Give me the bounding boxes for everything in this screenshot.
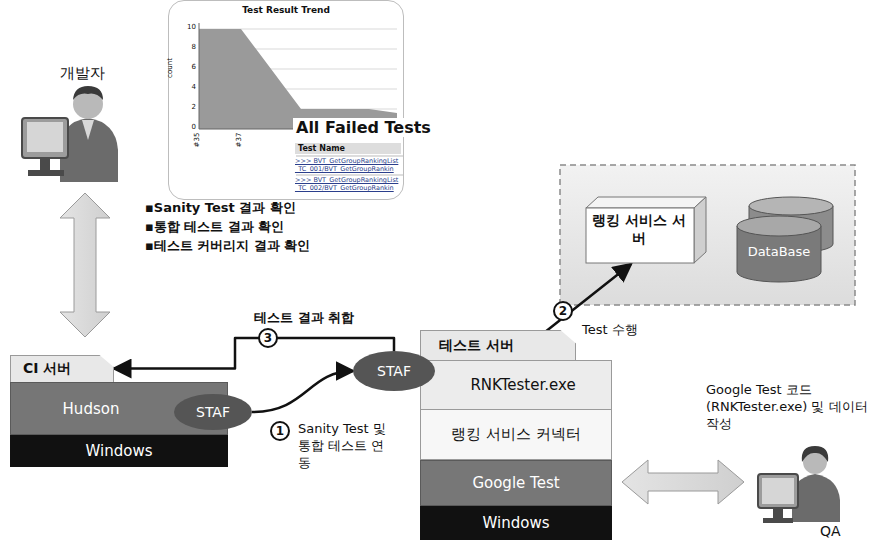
- chart-label: 10: [176, 23, 196, 31]
- database-cylinder: DataBase: [735, 196, 837, 284]
- node-label: Windows: [86, 442, 153, 460]
- node-label: Google Test: [472, 474, 559, 492]
- chart-label: 2: [176, 103, 196, 111]
- connector-arrow: [252, 371, 353, 412]
- os-band: Windows: [420, 506, 612, 540]
- chart-label: 4: [176, 83, 196, 91]
- node-label: 테스트 서버: [420, 330, 576, 360]
- node-label: STAF: [377, 363, 411, 379]
- bullet-item: ▪테스트 커버리지 결과 확인: [145, 237, 310, 255]
- chart-label: #35: [193, 133, 201, 148]
- table-rule: [296, 156, 403, 157]
- node-heading: All Failed Tests: [293, 118, 434, 137]
- caption-text: QA: [820, 523, 841, 539]
- cylinder-top: [749, 197, 833, 215]
- qa-figure: [758, 446, 840, 523]
- trend-area: [199, 29, 397, 129]
- chart-label: 6: [176, 63, 196, 71]
- chart-label: #37: [235, 133, 243, 148]
- app-band: RNKTester.exeSTAF: [420, 360, 612, 410]
- cylinder: [735, 196, 837, 284]
- edge-label: Sanity Test 및 통합 테스트 연동: [296, 421, 392, 472]
- node-label: Hudson: [63, 400, 120, 418]
- chart-label: 0: [176, 123, 196, 131]
- edge-label: 테스트 결과 취합: [252, 309, 356, 327]
- node-label: 랭킹 서비스 서버: [589, 212, 689, 247]
- hudson-band: Hudson STAF: [10, 382, 228, 435]
- axis: [199, 23, 200, 129]
- framework-band: Google Test: [420, 460, 612, 506]
- bullet-item: ▪통합 테스트 결과 확인: [145, 218, 284, 236]
- double-arrow: [60, 193, 110, 337]
- callout-number: 1: [270, 421, 290, 441]
- chart-label: 8: [176, 43, 196, 51]
- developer-figure: [22, 86, 118, 182]
- test-server: 테스트 서버RNKTester.exeSTAF 랭킹 서비스 커넥터 Google …: [420, 330, 612, 540]
- ci-server: CI 서버 Hudson STAF Windows: [10, 355, 228, 467]
- os-band: Windows: [10, 435, 228, 467]
- box-top: [586, 197, 706, 208]
- node-label: RNKTester.exe: [470, 376, 575, 394]
- node-label: STAF: [196, 404, 230, 420]
- connector-arrow: [114, 338, 394, 369]
- caption-text: 개발자: [60, 64, 105, 83]
- caption-text: Google Test 코드 (RNKTester.exe) 및 데이터 작성: [706, 382, 868, 433]
- table-rule: [296, 175, 403, 176]
- node-label: DataBase: [735, 244, 823, 259]
- staf-ellipse: STAF: [174, 394, 252, 430]
- server-box: 랭킹 서비스 서버: [585, 196, 707, 264]
- node-label: Windows: [483, 514, 550, 532]
- double-arrow: [622, 460, 744, 504]
- node-label: CI 서버: [10, 355, 114, 382]
- chart-label: Test Name: [295, 143, 401, 154]
- chart-label: >>> BVT_GetGroupRankingList_TC_002/BVT_G…: [295, 176, 401, 192]
- box-side: [694, 197, 706, 263]
- staf-ellipse: STAF: [353, 351, 435, 391]
- cylinder-top: [737, 216, 821, 236]
- chart-label: count: [166, 58, 174, 78]
- bullet-item: ▪Sanity Test 결과 확인: [145, 199, 296, 217]
- node-label: Test Result Trend: [169, 5, 403, 15]
- chart-label: >>> BVT_GetGroupRankingList_TC_001/BVT_G…: [295, 157, 401, 173]
- edge-label: Test 수행: [580, 321, 640, 339]
- callout-number: 2: [553, 301, 573, 321]
- connector-band: 랭킹 서비스 커넥터: [420, 410, 612, 460]
- box-front: [586, 208, 694, 263]
- callout-number: 3: [258, 328, 278, 348]
- node-label: 랭킹 서비스 커넥터: [451, 425, 581, 444]
